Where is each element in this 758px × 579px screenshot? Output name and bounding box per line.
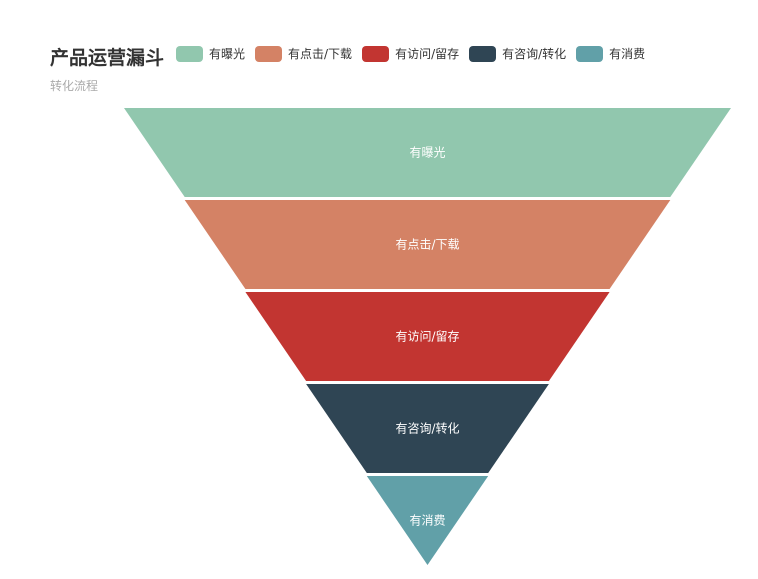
legend-swatch <box>469 45 497 62</box>
funnel-segment[interactable] <box>366 476 489 565</box>
segment-label: 有消费 <box>409 514 445 528</box>
legend-item[interactable]: 有咨询/转化 <box>469 45 566 62</box>
segment-label: 有咨询/转化 <box>395 421 459 436</box>
legend-label: 有咨询/转化 <box>502 47 567 61</box>
funnel-segment[interactable] <box>184 200 671 289</box>
funnel-segment[interactable] <box>306 384 549 473</box>
legend-item[interactable]: 有曝光 <box>176 45 245 62</box>
segment-label: 有访问/留存 <box>395 330 459 344</box>
chart-subtitle: 转化流程 <box>50 79 99 93</box>
legend-swatch <box>176 45 203 62</box>
legend-swatch <box>576 45 604 62</box>
legend-swatch <box>255 45 283 62</box>
legend-label: 有点击/下载 <box>288 47 353 61</box>
legend-item[interactable]: 有访问/留存 <box>362 45 459 62</box>
funnel-segment[interactable] <box>245 292 610 381</box>
legend-item[interactable]: 有消费 <box>576 45 645 62</box>
legend-label: 有消费 <box>609 47 646 61</box>
segment-label: 有曝光 <box>409 146 445 160</box>
legend-swatch <box>362 45 390 62</box>
segment-label: 有点击/下载 <box>395 238 459 252</box>
legend-item[interactable]: 有点击/下载 <box>255 45 352 62</box>
legend-label: 有曝光 <box>209 47 246 61</box>
chart-title: 产品运营漏斗 <box>50 47 165 69</box>
legend: 有曝光 有点击/下载 有访问/留存 有咨询/转化 有消费 <box>176 45 645 62</box>
funnel-segment[interactable] <box>124 108 731 197</box>
legend-label: 有访问/留存 <box>395 47 460 61</box>
